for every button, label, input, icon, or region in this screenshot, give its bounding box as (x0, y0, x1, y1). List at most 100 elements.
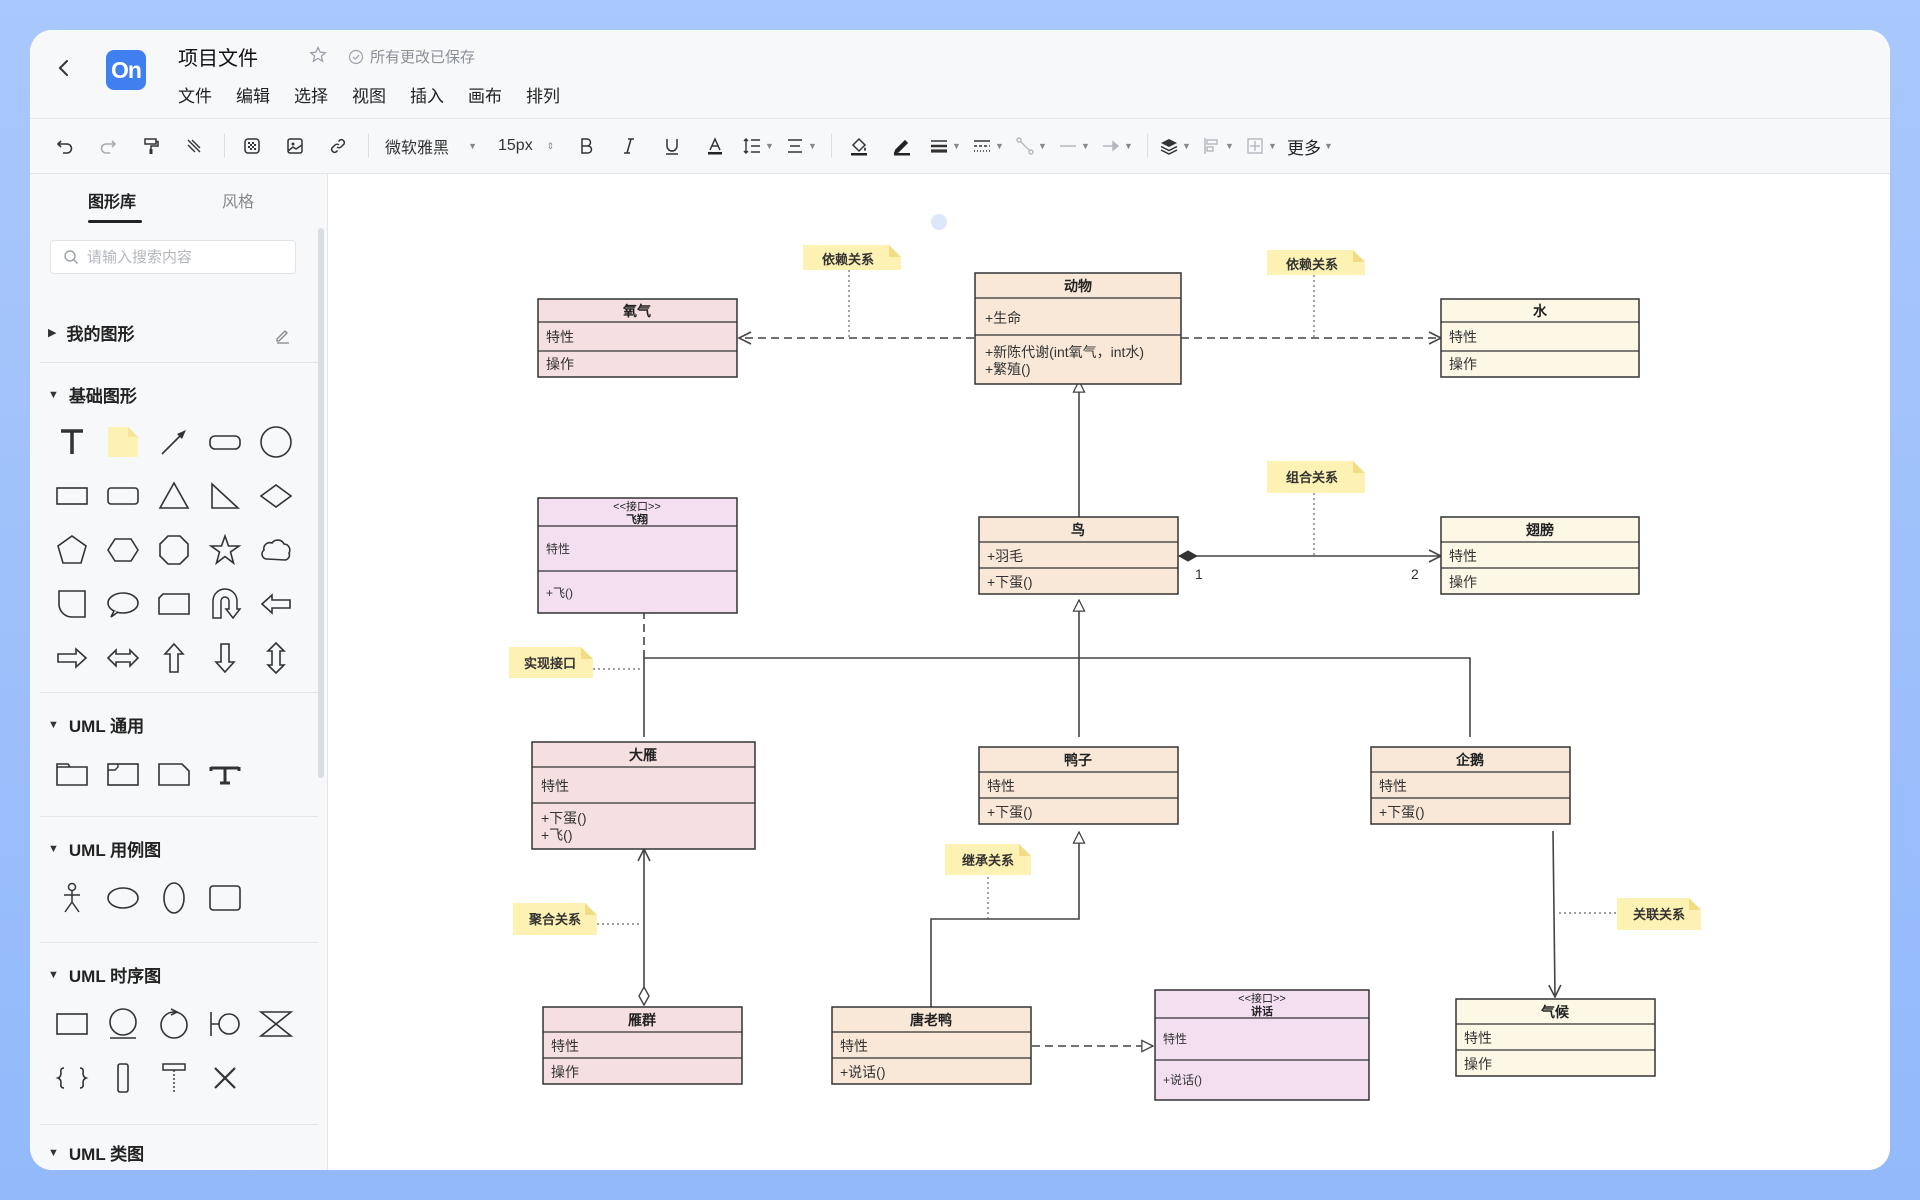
shape-right-triangle[interactable] (205, 476, 245, 516)
layer-button[interactable]: ▼ (1158, 130, 1192, 162)
class-duck[interactable]: 鸭子 特性 +下蛋() (978, 746, 1179, 825)
shape-destroy[interactable] (205, 1058, 245, 1098)
class-animal[interactable]: 动物 +生命 +新陈代谢(int氧气，int水) +繁殖() (974, 272, 1182, 385)
uml-class-diagram[interactable]: 1 2 依赖关系 依赖关系 组合关系 (329, 175, 1890, 1170)
shape-left-right-arrow[interactable] (103, 638, 143, 678)
shape-search-box[interactable] (50, 240, 296, 274)
shape-activation-bar[interactable] (103, 1058, 143, 1098)
font-color-button[interactable] (698, 130, 732, 162)
class-penguin[interactable]: 企鹅 特性 +下蛋() (1370, 746, 1571, 825)
shape-destroy-hourglass[interactable] (256, 1004, 296, 1044)
menu-canvas[interactable]: 画布 (468, 87, 502, 106)
note-dependency-1[interactable]: 依赖关系 (803, 245, 901, 270)
shape-circle[interactable] (256, 422, 296, 462)
shape-system-boundary[interactable] (205, 878, 245, 918)
fill-pattern-button[interactable] (235, 130, 269, 162)
shape-text[interactable] (52, 422, 92, 462)
bold-button[interactable] (569, 130, 603, 162)
format-painter-button[interactable] (134, 130, 168, 162)
class-goose[interactable]: 大雁 特性 +下蛋() +飞() (531, 741, 756, 850)
menu-file[interactable]: 文件 (178, 87, 212, 106)
distribute-button[interactable]: ▼ (1244, 130, 1278, 162)
shape-uml-text[interactable] (205, 754, 245, 794)
shape-card[interactable] (154, 584, 194, 624)
favorite-button[interactable] (308, 45, 328, 65)
tab-shape-library[interactable]: 图形库 (88, 194, 137, 211)
align-shapes-button[interactable]: ▼ (1201, 130, 1235, 162)
sidebar-scrollbar[interactable] (318, 228, 324, 778)
line-start-button[interactable]: ▼ (1057, 130, 1091, 162)
shape-lifeline-head[interactable] (154, 1058, 194, 1098)
tab-style[interactable]: 风格 (222, 194, 255, 211)
interface-fly[interactable]: <<接口>> 飞翔 特性 +飞() (537, 497, 738, 614)
menu-insert[interactable]: 插入 (410, 87, 444, 106)
shape-cloud[interactable] (256, 530, 296, 570)
note-realization[interactable]: 实现接口 (509, 647, 593, 678)
shape-use-case[interactable] (103, 878, 143, 918)
canvas-anchor-handle[interactable] (931, 214, 947, 230)
menu-edit[interactable]: 编辑 (236, 87, 270, 106)
shape-lifeline[interactable] (52, 1004, 92, 1044)
shape-arrow-line[interactable] (154, 422, 194, 462)
shape-rounded-pill[interactable] (205, 422, 245, 462)
align-button[interactable]: ▼ (784, 130, 818, 162)
generalization-tree[interactable] (643, 657, 1471, 737)
menu-select[interactable]: 选择 (294, 87, 328, 106)
class-flock[interactable]: 雁群 特性 操作 (542, 1006, 743, 1085)
shape-vertical-ellipse[interactable] (154, 878, 194, 918)
note-inheritance[interactable]: 继承关系 (945, 844, 1031, 875)
underline-button[interactable] (655, 130, 689, 162)
line-height-button[interactable]: ▼ (741, 130, 775, 162)
section-my-shapes[interactable]: ▶我的图形 (48, 320, 134, 345)
font-family-select[interactable]: 微软雅黑▼ (379, 130, 483, 162)
shape-hexagon[interactable] (103, 530, 143, 570)
interface-speak[interactable]: <<接口>> 讲话 特性 +说话() (1154, 989, 1370, 1101)
shape-uml-note[interactable] (154, 754, 194, 794)
line-end-button[interactable]: ▼ (1100, 130, 1134, 162)
class-bird[interactable]: 鸟 +羽毛 +下蛋() (978, 516, 1179, 595)
line-width-button[interactable]: ▼ (928, 130, 962, 162)
shape-boundary[interactable] (205, 1004, 245, 1044)
class-wing[interactable]: 翅膀 特性 操作 (1440, 516, 1640, 595)
shape-braces[interactable] (52, 1058, 92, 1098)
shape-leaf[interactable] (52, 584, 92, 624)
section-uml-general[interactable]: ▼UML 通用 (48, 712, 144, 737)
shape-down-arrow[interactable] (205, 638, 245, 678)
shape-search-input[interactable] (87, 248, 267, 266)
shape-actor[interactable] (52, 878, 92, 918)
shape-note[interactable] (103, 422, 143, 462)
menu-view[interactable]: 视图 (352, 87, 386, 106)
edit-my-shapes-button[interactable] (274, 326, 292, 344)
insert-image-button[interactable] (278, 130, 312, 162)
undo-button[interactable] (48, 130, 82, 162)
line-color-button[interactable] (885, 130, 919, 162)
shape-package[interactable] (52, 754, 92, 794)
shape-frame[interactable] (103, 754, 143, 794)
association-penguin-climate[interactable] (1553, 830, 1555, 997)
document-title[interactable]: 项目文件 (178, 48, 258, 70)
fill-color-button[interactable] (842, 130, 876, 162)
more-button[interactable]: 更多▼ (1287, 130, 1333, 162)
connector-type-button[interactable]: ▼ (1014, 130, 1048, 162)
section-basic-shapes[interactable]: ▼基础图形 (48, 382, 137, 407)
clear-format-button[interactable] (177, 130, 211, 162)
line-style-button[interactable]: ▼ (971, 130, 1005, 162)
generalization-donald-duck[interactable] (930, 832, 1079, 1007)
shape-u-turn-arrow[interactable] (205, 584, 245, 624)
back-button[interactable] (52, 56, 76, 80)
shape-up-down-arrow[interactable] (256, 638, 296, 678)
note-aggregation[interactable]: 聚合关系 (513, 903, 597, 935)
shape-left-arrow[interactable] (256, 584, 296, 624)
shape-octagon[interactable] (154, 530, 194, 570)
shape-speech-bubble[interactable] (103, 584, 143, 624)
shape-rounded-rectangle[interactable] (103, 476, 143, 516)
shape-diamond[interactable] (256, 476, 296, 516)
redo-button[interactable] (91, 130, 125, 162)
shape-star[interactable] (205, 530, 245, 570)
section-uml-usecase[interactable]: ▼UML 用例图 (48, 836, 161, 861)
shape-right-arrow[interactable] (52, 638, 92, 678)
diagram-canvas[interactable]: 1 2 依赖关系 依赖关系 组合关系 (329, 175, 1890, 1170)
shape-rectangle[interactable] (52, 476, 92, 516)
shape-control[interactable] (154, 1004, 194, 1044)
menu-arrange[interactable]: 排列 (526, 87, 560, 106)
